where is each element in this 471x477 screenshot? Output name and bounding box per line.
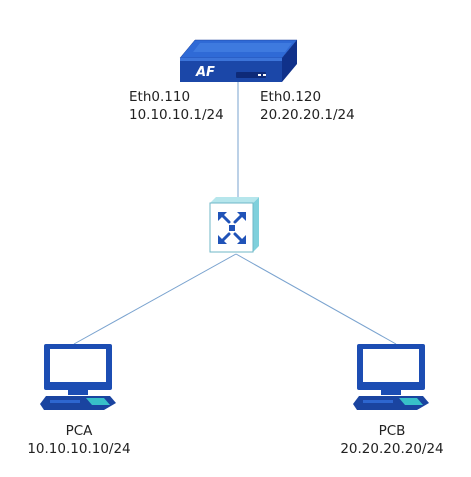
- iface-right-ip: 20.20.20.1/24: [260, 107, 355, 123]
- pca-name: PCA: [65, 423, 93, 439]
- layer3-switch-icon: [209, 197, 259, 253]
- iface-left-ip: 10.10.10.1/24: [129, 107, 224, 123]
- pca-desktop-icon: [40, 344, 116, 410]
- link-switch-pcb: [235, 253, 397, 345]
- pca-ip: 10.10.10.10/24: [27, 441, 131, 457]
- iface-left-name: Eth0.110: [129, 89, 191, 105]
- iface-right-name: Eth0.120: [260, 89, 322, 105]
- router-logo: AF: [195, 65, 215, 80]
- pcb-name: PCB: [378, 423, 406, 439]
- firewall-appliance-icon: AF: [179, 39, 298, 82]
- pcb-desktop-icon: [353, 344, 429, 410]
- pcb-ip: 20.20.20.20/24: [340, 441, 444, 457]
- link-switch-pca: [73, 253, 237, 345]
